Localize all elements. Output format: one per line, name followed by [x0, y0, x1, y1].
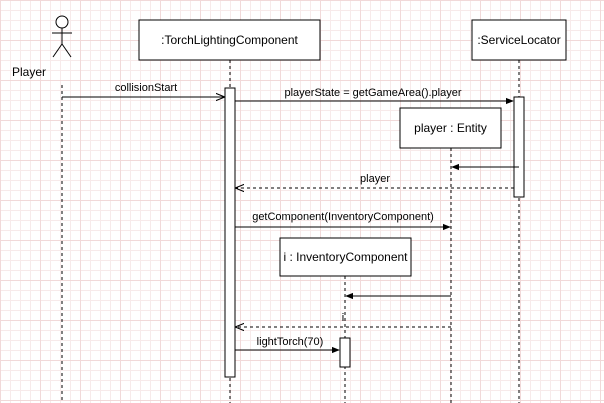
player-actor-icon — [52, 15, 72, 58]
collision-start-label: collisionStart — [114, 82, 178, 94]
service-locator-box[interactable] — [471, 19, 567, 61]
locator-activation-bar — [513, 96, 525, 198]
player-state-label: playerState = getGameArea().player — [284, 87, 462, 99]
get-component-label: getComponent(InventoryComponent) — [252, 211, 434, 223]
player-return-label: player — [360, 173, 390, 185]
light-torch-label: lightTorch(70) — [256, 336, 324, 348]
player-entity-box[interactable] — [399, 107, 502, 149]
torch-activation-bar — [224, 87, 236, 378]
i-return-label: i — [341, 312, 345, 324]
torch-component-box[interactable] — [138, 19, 321, 61]
player-actor-label: Player — [12, 65, 47, 79]
inventory-activation-bar — [339, 337, 351, 368]
inventory-component-box[interactable] — [279, 237, 412, 277]
